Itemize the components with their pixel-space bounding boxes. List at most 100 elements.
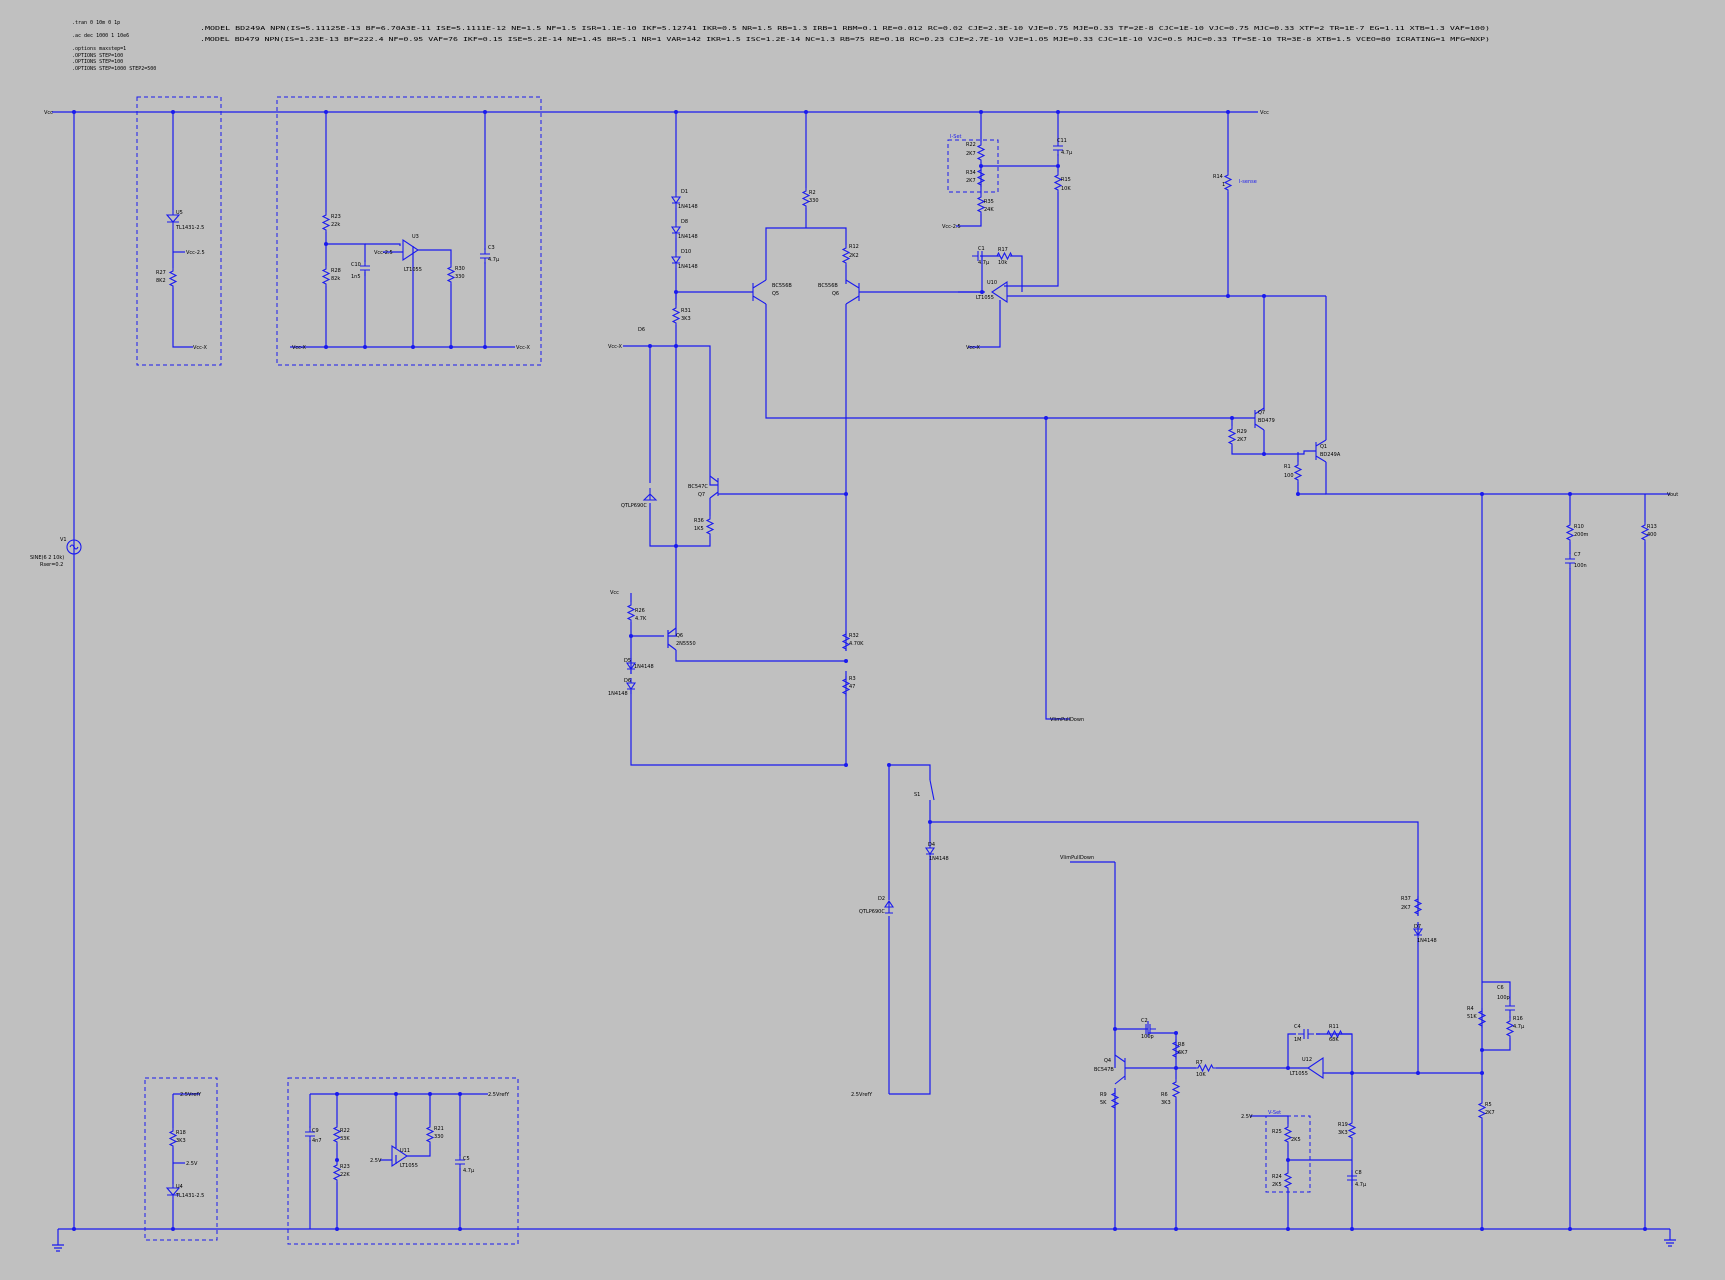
component-label: 4n7 <box>312 1138 322 1144</box>
component-label: C1 <box>978 246 985 252</box>
component-label: 2N5550 <box>676 641 696 647</box>
component-label: VlimPullDown <box>1060 855 1094 861</box>
component-label: R1 <box>1284 464 1291 470</box>
component-label: D1 <box>681 189 688 195</box>
differential-pair: D1 1N4148 D8 1N4148 D10 1N4148 R31 3K3 R… <box>671 112 1244 636</box>
component-label: 1N4148 <box>1417 938 1437 944</box>
component-label: R29 <box>1237 429 1247 435</box>
component-label: 1n5 <box>351 274 361 280</box>
component-label: BD479 <box>1258 418 1275 424</box>
component-label: R6 <box>1161 1092 1168 1098</box>
component-label: BC547C <box>688 484 708 490</box>
component-label: R22 <box>966 142 976 148</box>
component-label: QTLP690C <box>859 909 885 915</box>
component-label: 22k <box>331 222 340 228</box>
component-label: U10 <box>987 280 997 286</box>
component-label: 51K <box>1467 1014 1477 1020</box>
component-label: C9 <box>312 1128 319 1134</box>
component-label: D6 <box>638 327 645 333</box>
output-load: R10 200m C7 100n R13 400 <box>1564 494 1657 1229</box>
switch-s1: S1 D4 1N4148 D2 QTLP690C 2.5VrefY <box>851 764 1419 1098</box>
component-label: I-sense <box>1239 179 1257 185</box>
directive-line: .OPTIONS STEP=100 <box>72 53 123 59</box>
component-label: LT1055 <box>1290 1071 1308 1077</box>
component-label: 100p <box>1141 1034 1154 1040</box>
component-label: BC556B <box>772 283 792 289</box>
component-label: 4.7µ <box>488 257 500 263</box>
component-label: C6 <box>1497 985 1504 991</box>
component-label: R13 <box>1647 524 1657 530</box>
component-label: R14 <box>1213 174 1223 180</box>
component-label: R17 <box>998 247 1008 253</box>
limit-transistor: D6 QTLP690C BC547C Q7 R36 1K5 Vcc-X Vcc … <box>608 327 864 766</box>
directive-line: .options maxstep=1 <box>72 46 126 52</box>
component-label: R11 <box>1329 1024 1339 1030</box>
component-label: D8 <box>681 219 688 225</box>
spice-directives-top: .MODEL BD249A NPN(IS=5.11125E-13 BF=6.70… <box>200 26 1490 43</box>
component-label: 1 <box>1222 182 1225 188</box>
component-label: 2.5V <box>370 1158 382 1164</box>
component-label: D2 <box>878 896 885 902</box>
component-label: 3K3 <box>1338 1130 1348 1136</box>
component-label: TL1431-2.5 <box>175 1193 204 1199</box>
directive-line: .OPTIONS STEP=100 <box>72 59 123 65</box>
vset-divider: 2.5V R25 2K5 R24 2K5 R19 3K3 C8 4.7µ <box>1241 1114 1367 1229</box>
component-label: 4.7µ <box>1061 150 1073 156</box>
component-label: R32 <box>849 633 859 639</box>
component-label: 2K7 <box>966 178 976 184</box>
component-label: 2.5V <box>186 1161 198 1167</box>
component-label: 200m <box>1574 532 1589 538</box>
reference-box-u4 <box>144 1077 218 1241</box>
component-label: C11 <box>1057 138 1067 144</box>
component-label: C7 <box>1574 552 1581 558</box>
component-label: Vcc-X <box>608 344 622 350</box>
component-label: V1 <box>60 537 67 543</box>
component-label: 1M <box>1294 1037 1302 1043</box>
component-label: 2K5 <box>1291 1137 1301 1143</box>
component-label: R10 <box>1574 524 1584 530</box>
component-label: 68K <box>1329 1037 1339 1043</box>
component-label: R5 <box>1485 1102 1492 1108</box>
component-label: 10K <box>1061 186 1071 192</box>
component-label: LT1055 <box>976 295 994 301</box>
rails <box>52 111 1676 1252</box>
net-label-vcc: Vcc <box>1260 110 1269 116</box>
component-label: Vout <box>1667 492 1678 498</box>
directive-line: .ac dec 1000 1 10e6 <box>72 33 129 39</box>
component-label: R30 <box>455 266 465 272</box>
component-label: VlimPullDown <box>1050 717 1084 723</box>
component-label: 1N4148 <box>678 234 698 240</box>
component-label: R21 <box>434 1126 444 1132</box>
component-label: SINE(6 2 10k) <box>30 555 64 561</box>
component-label: R4 <box>1467 1006 1474 1012</box>
component-label: Vcc-X <box>193 345 207 351</box>
spice-directives-left: .tran 0 10m 0 1p .ac dec 1000 1 10e6 .op… <box>72 20 156 72</box>
component-label: TL1431-2.5 <box>175 225 204 231</box>
component-label: 3K3 <box>1161 1100 1171 1106</box>
component-label: 4.70K <box>849 641 864 647</box>
component-label: R28 <box>331 268 341 274</box>
filter-box-u11 <box>287 1077 519 1245</box>
component-label: Vcc-X <box>966 345 980 351</box>
component-label: 2K2 <box>849 253 859 259</box>
component-label: 3K3 <box>681 316 691 322</box>
component-label: I-Set <box>950 134 962 140</box>
iset-box <box>947 139 999 193</box>
component-label: 2.5VrefY <box>180 1092 202 1098</box>
component-label: 1N4148 <box>608 691 628 697</box>
component-label: BD249A <box>1320 452 1341 458</box>
component-label: 4.7µ <box>1355 1182 1367 1188</box>
component-label: Q6 <box>832 291 839 297</box>
voltage-source-v1: V1 SINE(6 2 10k) Rser=0.2 <box>30 537 82 568</box>
component-label: 2.5VrefY <box>851 1092 873 1098</box>
component-label: 1N4148 <box>929 856 949 862</box>
component-label: 100n <box>1574 563 1587 569</box>
component-label: LT1055 <box>404 267 422 273</box>
component-label: Vcc-2.5 <box>374 250 393 256</box>
component-label: 4.7µ <box>978 260 990 266</box>
component-label: R31 <box>681 308 691 314</box>
component-label: R35 <box>984 199 994 205</box>
component-label: R2 <box>809 190 816 196</box>
u4-reference: 2.5VrefY R18 3K3 2.5V U4 TL1431-2.5 <box>165 1092 204 1229</box>
